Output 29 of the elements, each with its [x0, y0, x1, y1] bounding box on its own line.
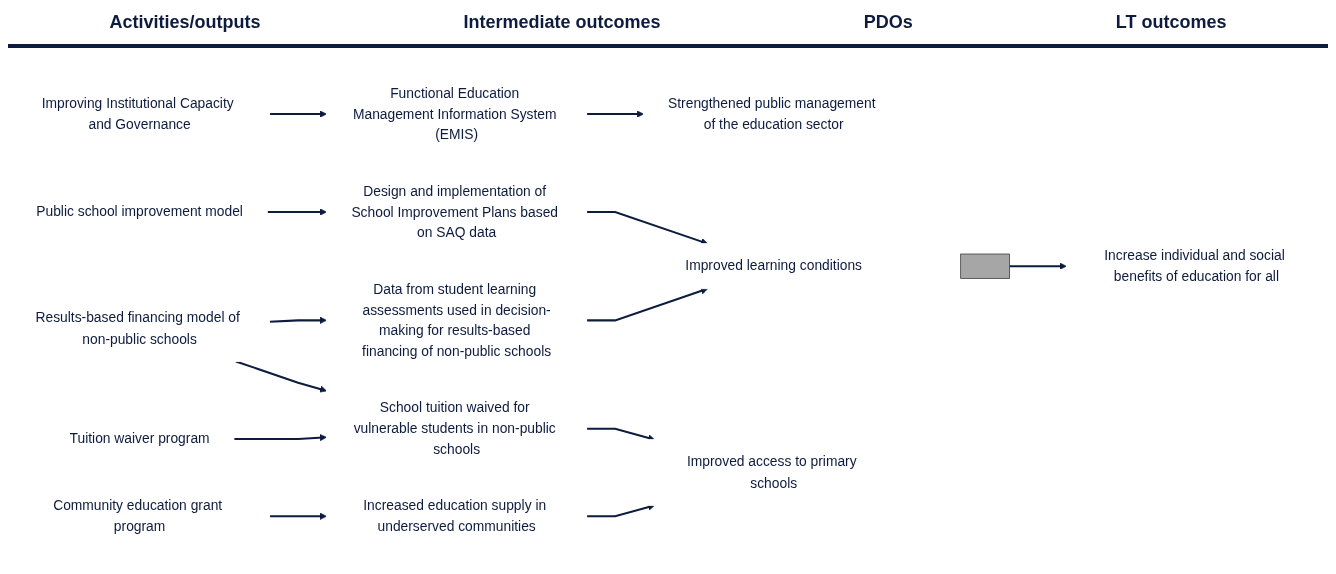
- arrow: [235, 360, 327, 393]
- node-text: School tuition waived for vulnerable students in non-public schools: [353, 400, 556, 457]
- node-text: Results-based financing model of non-public schools: [35, 310, 240, 347]
- node-text: Improved access to primary schools: [686, 454, 857, 491]
- arrow: [269, 512, 327, 520]
- node-text: Increase individual and social benefits of education for all: [1104, 247, 1285, 285]
- node-text: Public school improvement model: [36, 204, 243, 220]
- node-text: Increased education supply in underserved communities: [363, 498, 547, 535]
- node-text: Improved learning conditions: [685, 258, 863, 274]
- node-bar: [960, 253, 1010, 279]
- node-text: Strengthened public management of the education sector: [668, 95, 876, 132]
- arrow: [269, 316, 327, 324]
- arrow: [269, 110, 327, 118]
- arrow: [234, 434, 327, 442]
- arrow: [267, 208, 327, 216]
- arrow: [586, 110, 644, 118]
- column-heading: Activities/outputs: [109, 11, 261, 33]
- arrow: [586, 211, 708, 245]
- column-heading: LT outcomes: [1115, 11, 1227, 33]
- arrow: [586, 287, 708, 322]
- arrow: [1009, 262, 1067, 270]
- node-text: Improving Institutional Capacity and Governance: [41, 95, 234, 132]
- node-text: Design and implementation of School Improvement Plans based on SAQ data: [351, 183, 559, 241]
- column-heading: Intermediate outcomes: [463, 11, 661, 33]
- node-text: Tuition waiver program: [69, 431, 210, 447]
- column-heading: PDOs: [863, 11, 913, 33]
- node-text: Functional Education Management Information System (EMIS): [352, 85, 557, 143]
- node-text: Community education grant program: [53, 498, 223, 535]
- node-text: Data from student learning assessments used in decision-making for results-based financing of non-public schools: [362, 281, 552, 359]
